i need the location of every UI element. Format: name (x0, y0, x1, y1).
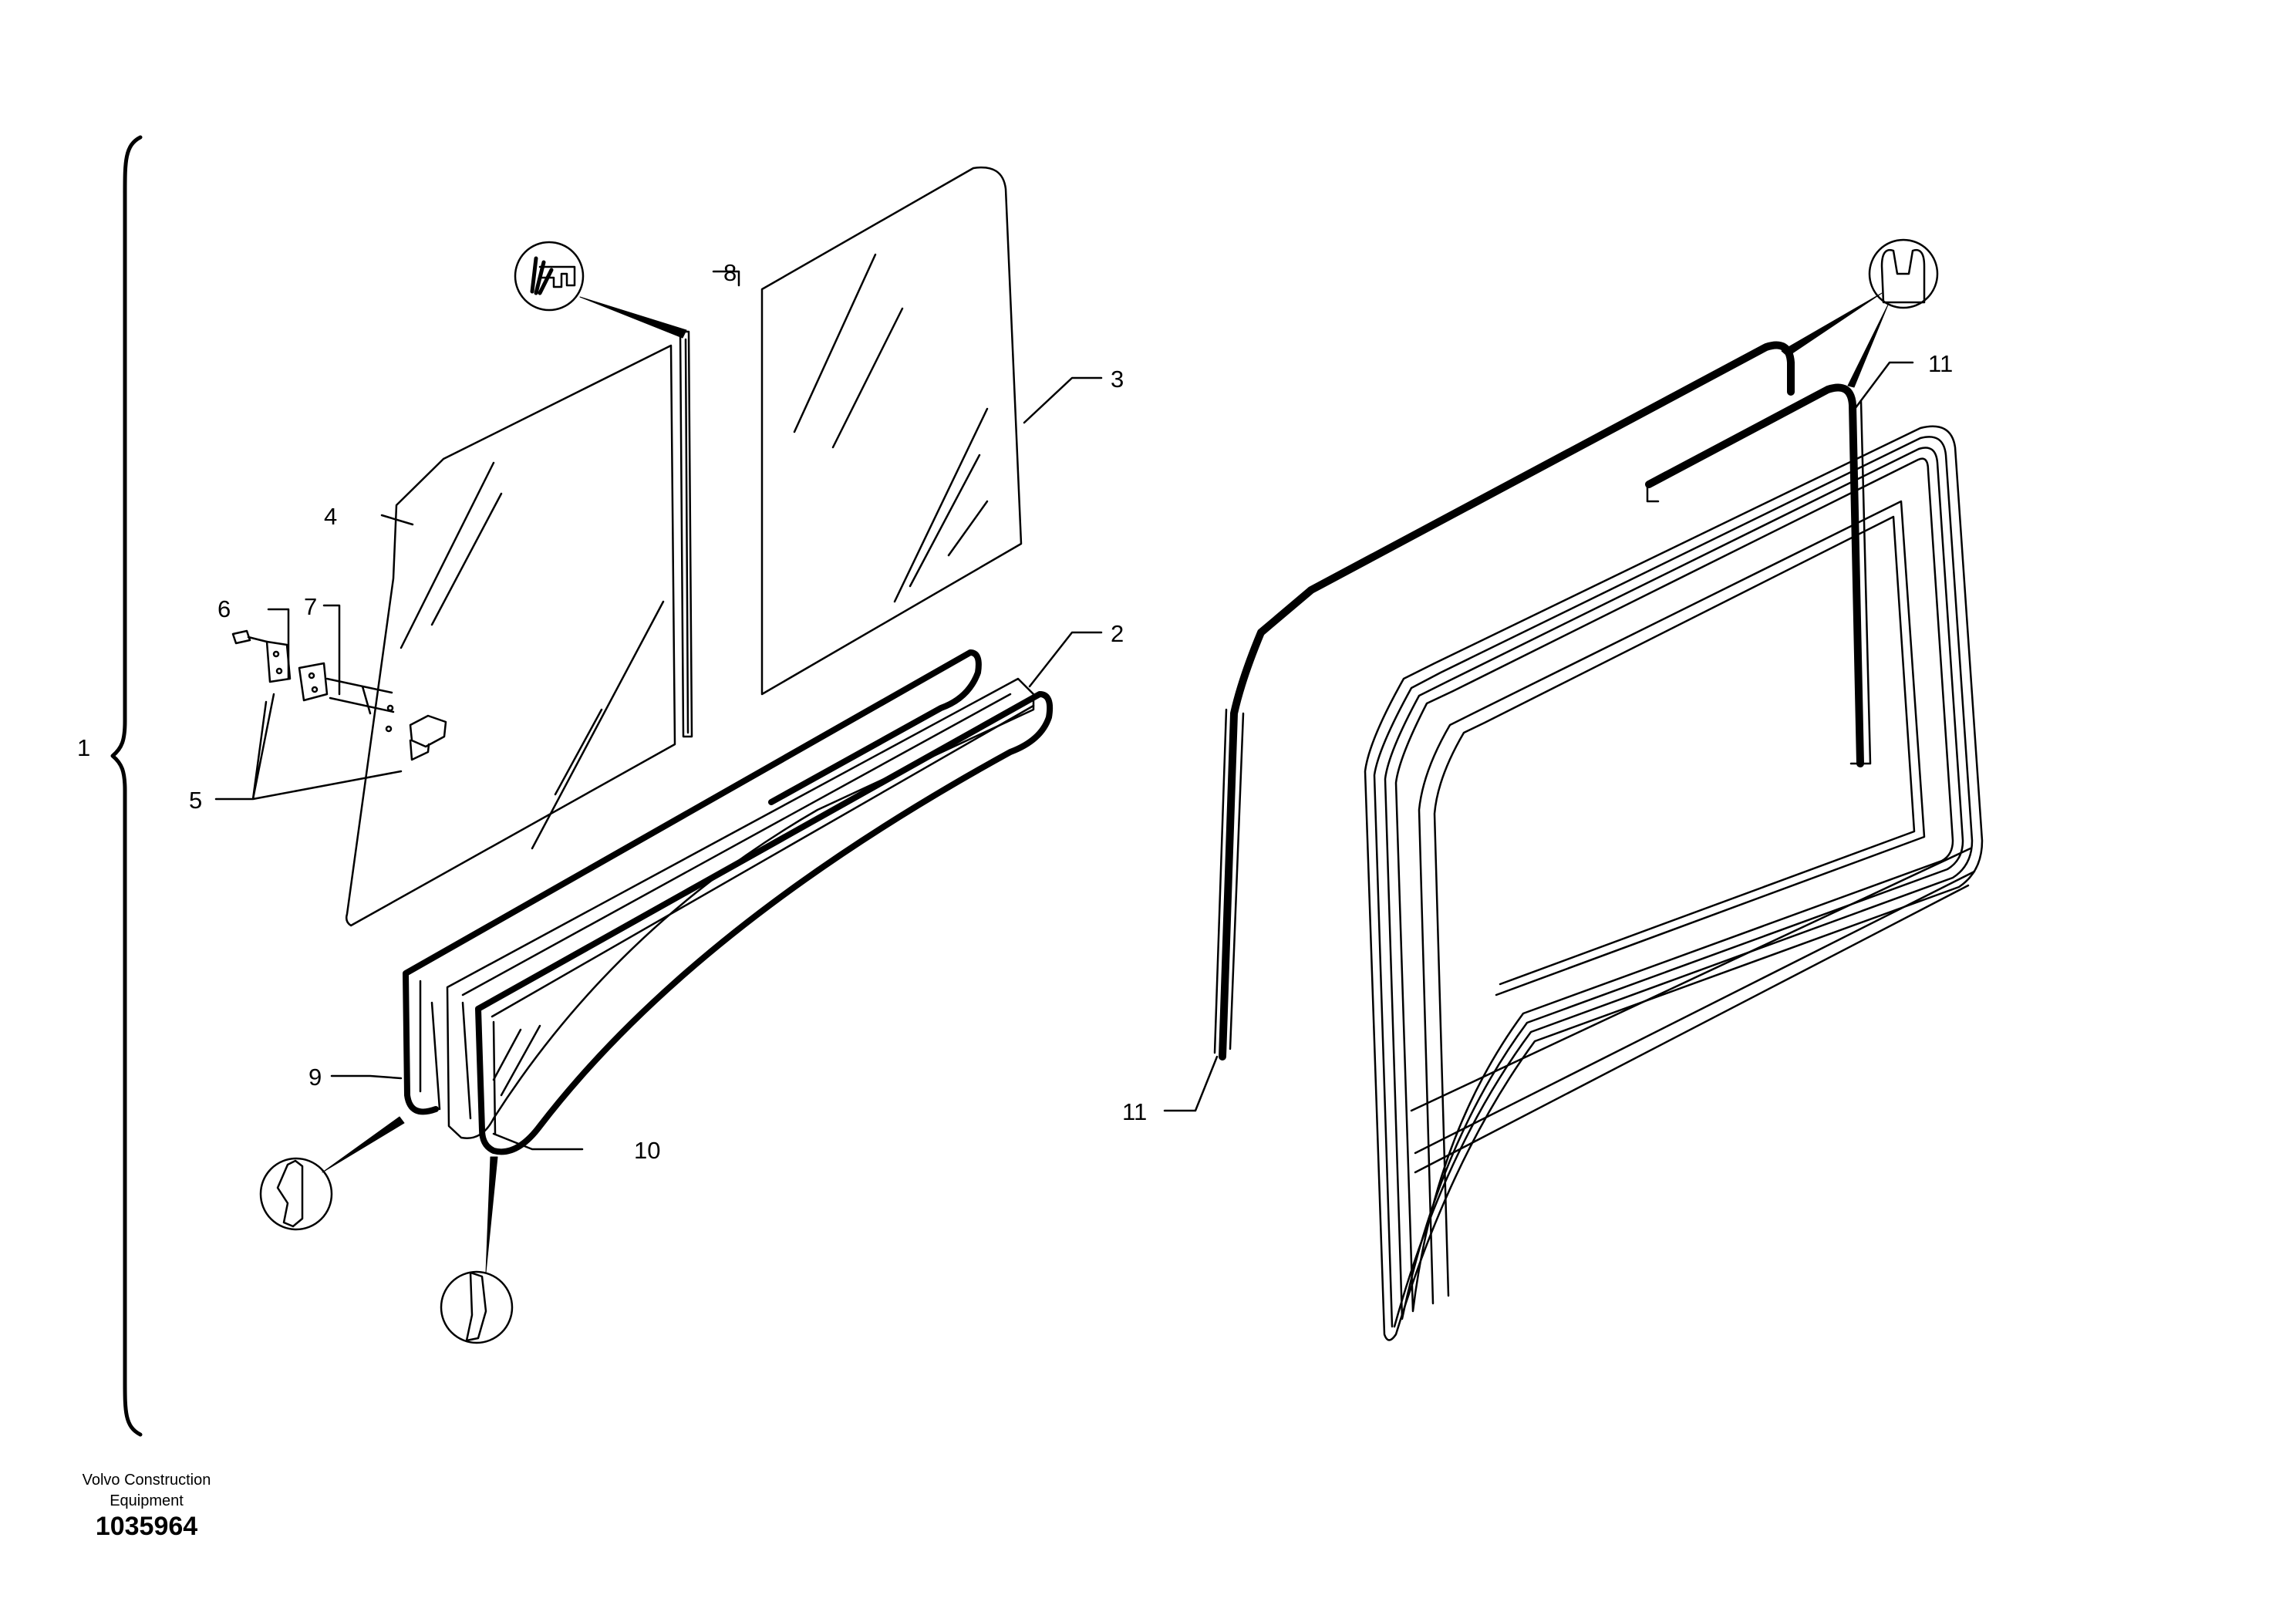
callout-labels: 1 2 3 4 5 6 7 8 9 10 11 11 (77, 259, 1953, 1164)
callout-9: 9 (308, 1064, 322, 1091)
door-frame (1364, 425, 1984, 1341)
callout-5: 5 (189, 787, 202, 814)
latch-hardware (231, 629, 447, 761)
detail-circle-top-left (514, 241, 585, 312)
detail-circle-lower-middle (440, 1270, 514, 1344)
company-name: Volvo Construction Equipment (31, 1470, 262, 1512)
front-glass-panel (345, 344, 676, 927)
callout-4: 4 (324, 503, 337, 530)
callout-11-upper: 11 (1928, 350, 1953, 377)
detail-pointers (322, 292, 1889, 1273)
callout-2: 2 (1111, 620, 1124, 647)
document-number: 1035964 (95, 1512, 198, 1541)
leader-lines (214, 270, 1914, 1151)
callout-3: 3 (1111, 366, 1124, 393)
company-name-line-2: Equipment (110, 1492, 184, 1509)
lower-rear-seal (475, 691, 1054, 1155)
frame-seal-strips (1213, 341, 1872, 1061)
lower-front-seal (403, 649, 982, 1115)
group-brace (110, 135, 143, 1437)
callout-8: 8 (723, 259, 737, 286)
detail-circle-lower-left (259, 1157, 333, 1231)
company-name-line-1: Volvo Construction (82, 1472, 211, 1489)
callout-10: 10 (634, 1137, 660, 1164)
callout-6: 6 (217, 595, 231, 622)
rear-glass-panel (760, 166, 1023, 696)
callout-7: 7 (304, 593, 317, 620)
vertical-seal-strip (679, 330, 693, 738)
callout-11-lower: 11 (1122, 1098, 1147, 1125)
callout-1: 1 (77, 734, 90, 761)
detail-circle-top-right (1868, 238, 1939, 309)
